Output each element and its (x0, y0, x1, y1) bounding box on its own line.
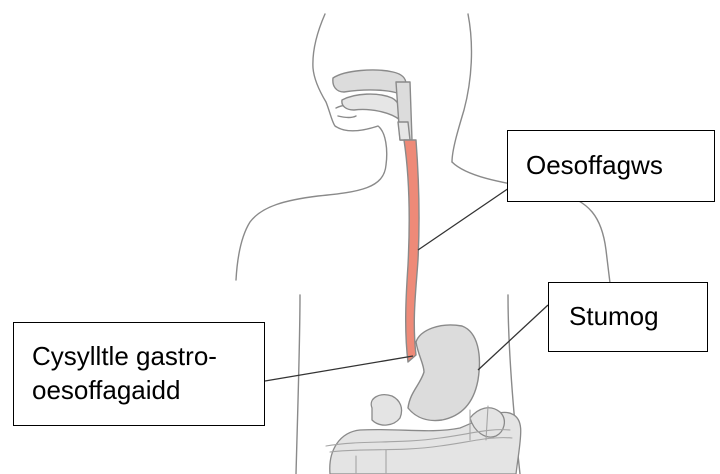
stomach-leader-line (478, 305, 548, 370)
gej-leader-line (265, 356, 413, 381)
stomach-shape (408, 325, 479, 421)
oesophagus-shape (404, 140, 419, 362)
stomach-label-box: Stumog (548, 282, 708, 352)
tongue (342, 94, 401, 120)
larynx (398, 122, 410, 140)
lower-lip (338, 116, 356, 118)
head-outline (236, 14, 387, 280)
oesophagus-leader-line (418, 188, 509, 250)
nasal-cavity (333, 70, 406, 96)
gej-label-line-1: Cysylltle gastro- (32, 340, 217, 374)
oesophagus-label: Oesoffagws (526, 149, 663, 183)
arm-left (296, 295, 300, 474)
gastro-oesophageal-junction-label-box: Cysylltle gastro- oesoffagaidd (13, 322, 265, 426)
stomach-label: Stumog (569, 300, 659, 334)
neck-right (452, 14, 471, 162)
duodenum (371, 395, 401, 425)
gej-label-line-2: oesoffagaidd (32, 374, 180, 408)
oesophagus-label-box: Oesoffagws (507, 130, 715, 202)
